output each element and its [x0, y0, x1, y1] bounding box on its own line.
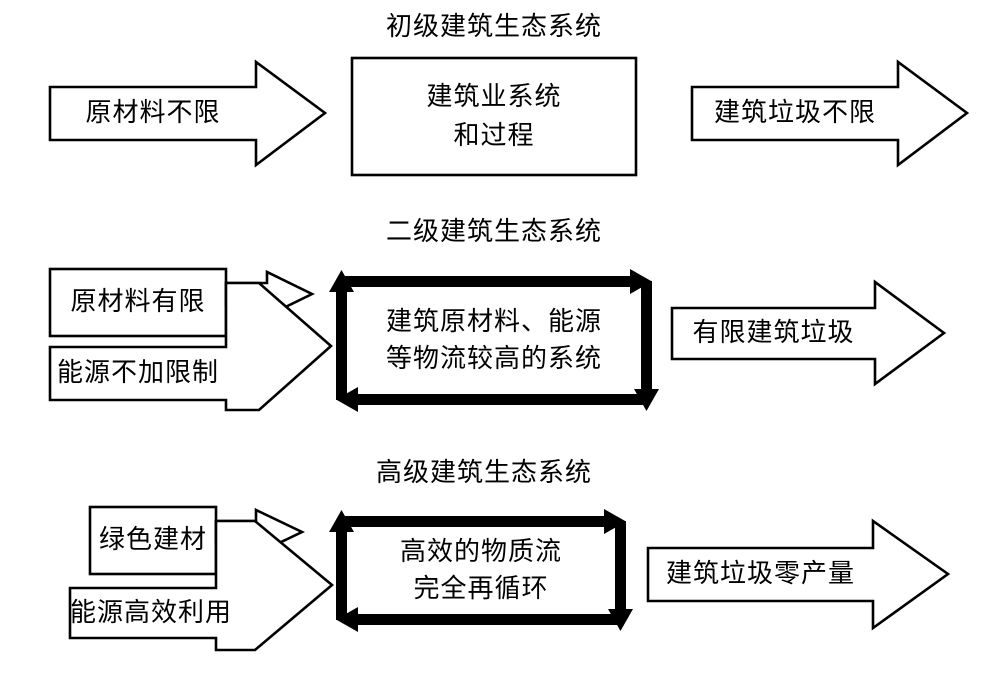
input-box-raw-materials-limited	[48, 267, 228, 338]
section-title-primary: 初级建筑生态系统	[385, 12, 602, 41]
center-box-construction-system	[350, 56, 638, 177]
cycle-label-advanced: 高效的物质流 完全再循环	[347, 527, 615, 614]
output-arrow-waste-unlimited	[690, 59, 970, 168]
center-line-2: 和过程	[453, 120, 535, 150]
cycle-advanced	[329, 509, 633, 632]
section-title-advanced: 高级建筑生态系统	[375, 458, 592, 487]
cycle-line-1: 建筑原材料、能源	[385, 306, 602, 336]
output-arrow-zero-waste	[646, 518, 951, 631]
input-box-label-raw-materials-limited: 原材料有限	[70, 287, 206, 316]
cycle-line-2: 等物流较高的系统	[385, 343, 602, 373]
output-arrow-label-zero-waste: 建筑垃圾零产量	[665, 559, 855, 588]
output-arrow-label-waste-unlimited: 建筑垃圾不限	[713, 98, 876, 127]
center-box-label-construction-system: 建筑业系统 和过程	[352, 58, 636, 175]
center-line-1: 建筑业系统	[426, 81, 562, 111]
cycle-secondary	[329, 269, 659, 412]
input-arrow-label-raw-materials-unlimited: 原材料不限	[85, 98, 221, 127]
input-arrow-label-energy-unrestricted: 能源不加限制	[56, 358, 219, 387]
output-arrow-limited-waste	[670, 279, 947, 387]
cycle-line-1: 高效的物质流	[399, 536, 562, 566]
cycle-label-secondary: 建筑原材料、能源 等物流较高的系统	[347, 287, 641, 394]
input-arrow-raw-materials-unlimited	[48, 59, 328, 168]
input-arrow-energy-efficient	[68, 519, 335, 652]
input-box-label-green-materials: 绿色建材	[98, 525, 207, 554]
output-arrow-label-limited-waste: 有限建筑垃圾	[692, 318, 855, 347]
input-arrow-label-energy-efficient: 能源高效利用	[70, 598, 233, 627]
section-title-secondary: 二级建筑生态系统	[385, 217, 602, 246]
cycle-line-2: 完全再循环	[413, 573, 549, 603]
input-arrow-energy-unrestricted	[48, 281, 333, 412]
input-box-green-materials	[88, 505, 218, 576]
